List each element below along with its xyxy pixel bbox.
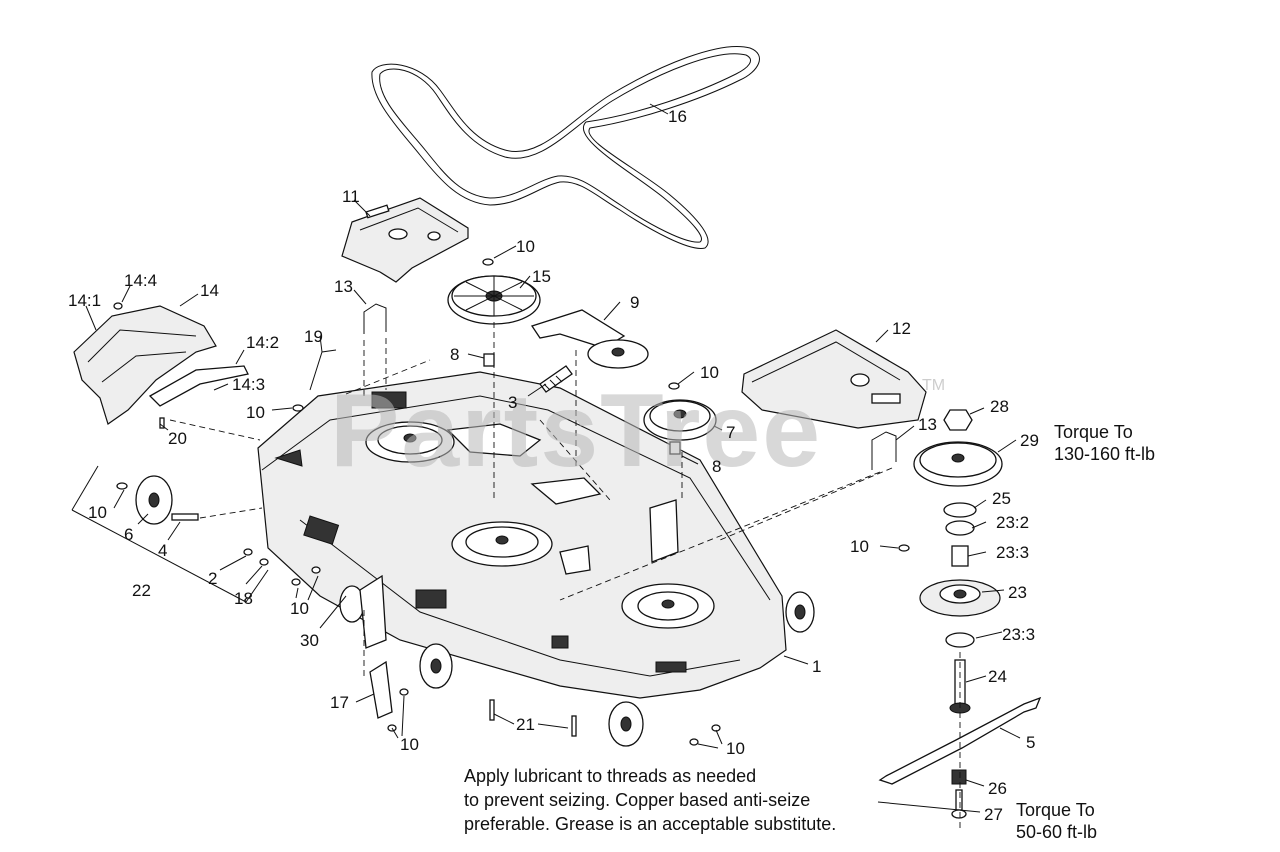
torque-bottom-line1: Torque To (1016, 800, 1095, 820)
bracket-17 (369, 660, 393, 719)
deflector-cover (73, 305, 249, 425)
callout-25: 25 (992, 489, 1011, 508)
watermark: PartsTree TM (330, 373, 945, 489)
callout-10: 10 (88, 503, 107, 522)
belt-cover-left (341, 197, 469, 283)
watermark-trademark: TM (922, 377, 945, 394)
idler-arm-9 (530, 309, 649, 369)
lubricant-note: Apply lubricant to threads as needed to … (464, 766, 836, 834)
bolt-27 (951, 789, 967, 819)
callout-13: 13 (334, 277, 353, 296)
callout-26: 26 (988, 779, 1007, 798)
torque-bottom-line2: 50-60 ft-lb (1016, 822, 1097, 842)
callout-24: 24 (988, 667, 1007, 686)
callout-28: 28 (990, 397, 1009, 416)
callout-10: 10 (850, 537, 869, 556)
drive-belt (371, 46, 760, 249)
callout-23: 23 (1008, 583, 1027, 602)
callout-23-3: 23:3 (1002, 625, 1035, 644)
callout-10: 10 (726, 739, 745, 758)
callout-29: 29 (1020, 431, 1039, 450)
bolt-13-right (871, 431, 897, 470)
callout-11: 11 (342, 187, 360, 206)
callout-16: 16 (668, 107, 687, 126)
callout-30: 30 (300, 631, 319, 650)
callout-14-2: 14:2 (246, 333, 279, 352)
callout-13: 13 (918, 415, 937, 434)
mower-deck (257, 371, 815, 747)
torque-note-top: Torque To 130-160 ft-lb (1054, 422, 1155, 464)
callout-labels: 16 11 10 15 14:4 14 14:1 13 9 12 14:2 19… (68, 107, 1039, 824)
belt-cover-right (741, 329, 927, 429)
spindle-housing-23 (919, 579, 1001, 617)
callout-1: 1 (812, 657, 821, 676)
idler-pulley-15 (447, 275, 541, 325)
torque-top-line1: Torque To (1054, 422, 1133, 442)
washer-25 (943, 502, 977, 518)
blade-5 (878, 696, 1042, 785)
callout-23-2: 23:2 (996, 513, 1029, 532)
callout-7: 7 (726, 423, 735, 442)
callout-23-3: 23:3 (996, 543, 1029, 562)
callout-3: 3 (508, 393, 517, 412)
callout-9: 9 (630, 293, 639, 312)
leader-lines (85, 103, 1021, 813)
bearing-23-2 (945, 520, 975, 536)
callout-19: 19 (304, 327, 323, 346)
torque-top-line2: 130-160 ft-lb (1054, 444, 1155, 464)
callout-8: 8 (712, 457, 721, 476)
callout-17: 17 (330, 693, 349, 712)
callout-27: 27 (984, 805, 1003, 824)
callout-14: 14 (200, 281, 219, 300)
torque-note-bottom: Torque To 50-60 ft-lb (1016, 800, 1097, 842)
callout-22: 22 (132, 581, 151, 600)
lubricant-line1: Apply lubricant to threads as needed (464, 766, 756, 786)
callout-10: 10 (246, 403, 265, 422)
tension-spring-3 (539, 365, 573, 393)
callout-5: 5 (1026, 733, 1035, 752)
watermark-text: PartsTree (330, 373, 822, 489)
callout-8: 8 (450, 345, 459, 364)
callout-14-1: 14:1 (68, 291, 101, 310)
idler-pulley-7 (643, 399, 717, 441)
callout-21: 21 (516, 715, 535, 734)
callout-12: 12 (892, 319, 911, 338)
callout-10: 10 (290, 599, 309, 618)
callout-14-4: 14:4 (124, 271, 157, 290)
callout-15: 15 (532, 267, 551, 286)
callout-10: 10 (400, 735, 419, 754)
callout-14-3: 14:3 (232, 375, 265, 394)
callout-20: 20 (168, 429, 187, 448)
callout-2: 2 (208, 569, 217, 588)
callout-10: 10 (516, 237, 535, 256)
nut-28 (943, 409, 973, 431)
lubricant-line3: preferable. Grease is an acceptable subs… (464, 814, 836, 834)
washer-26 (951, 769, 967, 785)
callout-6: 6 (124, 525, 133, 544)
callout-4: 4 (158, 541, 167, 560)
gauge-wheel-6 (135, 475, 199, 525)
bearing-23-3-lower (945, 632, 975, 648)
spindle-pulley-29 (913, 441, 1003, 487)
spacer-23-3 (951, 545, 969, 567)
lubricant-line2: to prevent seizing. Copper based anti-se… (464, 790, 810, 810)
callout-10: 10 (700, 363, 719, 382)
callout-18: 18 (234, 589, 253, 608)
bolt-13-left (363, 303, 387, 334)
